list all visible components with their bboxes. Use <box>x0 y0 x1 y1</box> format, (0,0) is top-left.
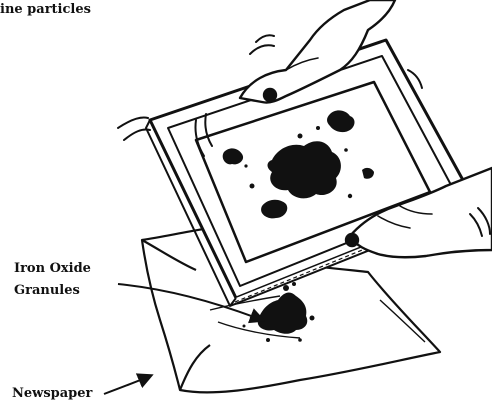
iron-oxide-label-line1: Iron Oxide <box>14 261 91 277</box>
iron-oxide-label-line2: Granules <box>14 283 80 299</box>
newspaper-label: Newspaper <box>12 386 92 402</box>
fine-particles-label: ine particles <box>0 2 91 18</box>
